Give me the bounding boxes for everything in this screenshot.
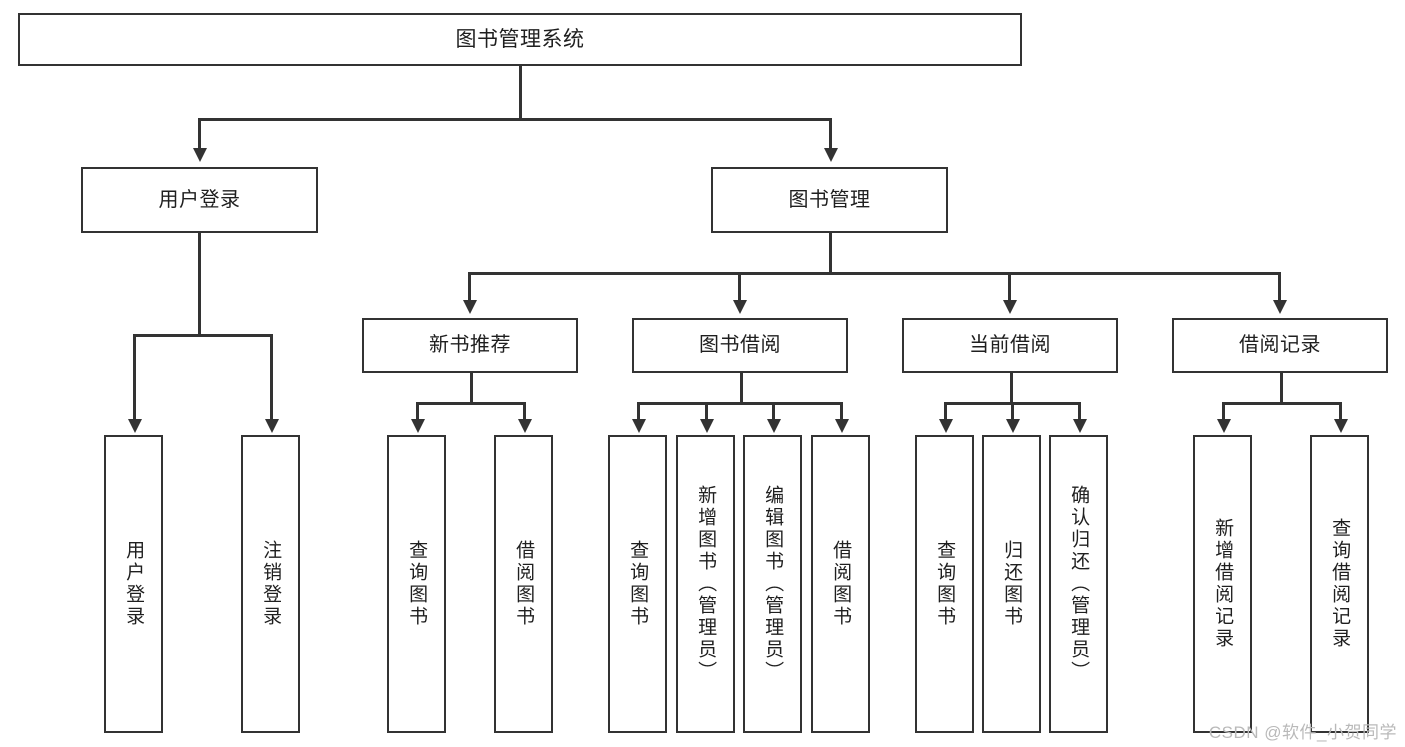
edge-bb-stem xyxy=(740,373,743,402)
node-book-borrow[interactable]: 图书借阅 xyxy=(632,318,848,373)
edge-br-to-leaf-2 xyxy=(1339,402,1342,421)
edge-br-stem xyxy=(1280,373,1283,402)
leaf-br-add-record[interactable]: 新增借阅记录 xyxy=(1193,435,1252,733)
node-label: 图书管理 xyxy=(788,188,871,211)
edge-user-login-stem xyxy=(198,233,201,334)
edge-nbr-to-leaf-2 xyxy=(523,402,526,421)
arrow-bb-leaf-3 xyxy=(766,419,781,433)
node-label: 查询借阅记录 xyxy=(1329,518,1351,650)
node-label: 借阅记录 xyxy=(1239,334,1321,357)
node-label: 图书借阅 xyxy=(699,334,781,357)
edge-cb-stem xyxy=(1010,373,1013,402)
node-root-book-management-system[interactable]: 图书管理系统 xyxy=(18,13,1022,66)
edge-root-bus xyxy=(198,118,830,121)
edge-bb-to-leaf-3 xyxy=(772,402,775,421)
edge-br-bus xyxy=(1222,402,1340,405)
arrow-to-book-borrow xyxy=(732,300,747,314)
node-label: 用户登录 xyxy=(158,188,241,211)
arrow-to-book-management xyxy=(823,148,838,162)
node-label: 借阅图书 xyxy=(513,540,535,628)
edge-user-login-to-leaf-1 xyxy=(133,334,136,421)
node-label: 新增图书（管理员） xyxy=(695,485,717,683)
arrow-to-current-borrow xyxy=(1002,300,1017,314)
edge-nbr-stem xyxy=(470,373,473,402)
node-label: 注销登录 xyxy=(260,540,282,628)
leaf-nbr-borrow-book[interactable]: 借阅图书 xyxy=(494,435,553,733)
node-label: 图书管理系统 xyxy=(455,27,585,51)
edge-bm-to-book-borrow xyxy=(738,272,741,302)
leaf-cb-query-book[interactable]: 查询图书 xyxy=(915,435,974,733)
edge-bb-bus xyxy=(637,402,840,405)
leaf-cb-return-book[interactable]: 归还图书 xyxy=(982,435,1041,733)
leaf-cb-confirm-return-admin[interactable]: 确认归还（管理员） xyxy=(1049,435,1108,733)
node-current-borrow[interactable]: 当前借阅 xyxy=(902,318,1118,373)
edge-root-to-user-login xyxy=(198,118,201,150)
leaf-bb-add-book-admin[interactable]: 新增图书（管理员） xyxy=(676,435,735,733)
edge-nbr-bus xyxy=(416,402,526,405)
arrow-to-leaf-user-login xyxy=(127,419,142,433)
arrow-nbr-leaf-1 xyxy=(410,419,425,433)
node-label: 当前借阅 xyxy=(969,334,1051,357)
arrow-to-user-login xyxy=(192,148,207,162)
edge-bm-to-new-book xyxy=(468,272,471,302)
leaf-br-query-record[interactable]: 查询借阅记录 xyxy=(1310,435,1369,733)
edge-cb-to-leaf-1 xyxy=(944,402,947,421)
arrow-cb-leaf-2 xyxy=(1005,419,1020,433)
arrow-to-borrow-record xyxy=(1272,300,1287,314)
node-label: 归还图书 xyxy=(1001,540,1023,628)
edge-cb-to-leaf-3 xyxy=(1078,402,1081,421)
node-label: 新增借阅记录 xyxy=(1212,518,1234,650)
node-label: 编辑图书（管理员） xyxy=(762,485,784,683)
node-label: 查询图书 xyxy=(406,540,428,628)
arrow-br-leaf-1 xyxy=(1216,419,1231,433)
edge-root-stem xyxy=(519,66,522,118)
leaf-logout[interactable]: 注销登录 xyxy=(241,435,300,733)
arrow-nbr-leaf-2 xyxy=(517,419,532,433)
node-book-management[interactable]: 图书管理 xyxy=(711,167,948,233)
node-new-book-recommend[interactable]: 新书推荐 xyxy=(362,318,578,373)
arrow-bb-leaf-2 xyxy=(699,419,714,433)
leaf-nbr-query-book[interactable]: 查询图书 xyxy=(387,435,446,733)
node-borrow-record[interactable]: 借阅记录 xyxy=(1172,318,1388,373)
leaf-bb-query-book[interactable]: 查询图书 xyxy=(608,435,667,733)
leaf-bb-edit-book-admin[interactable]: 编辑图书（管理员） xyxy=(743,435,802,733)
edge-br-to-leaf-1 xyxy=(1222,402,1225,421)
arrow-bb-leaf-4 xyxy=(834,419,849,433)
node-label: 借阅图书 xyxy=(830,540,852,628)
node-label: 查询图书 xyxy=(934,540,956,628)
edge-nbr-to-leaf-1 xyxy=(416,402,419,421)
arrow-br-leaf-2 xyxy=(1333,419,1348,433)
node-label: 确认归还（管理员） xyxy=(1068,485,1090,683)
node-label: 查询图书 xyxy=(627,540,649,628)
edge-user-login-to-leaf-2 xyxy=(270,334,273,421)
edge-bb-to-leaf-2 xyxy=(705,402,708,421)
arrow-cb-leaf-3 xyxy=(1072,419,1087,433)
edge-cb-to-leaf-2 xyxy=(1011,402,1014,421)
edge-bb-to-leaf-4 xyxy=(840,402,843,421)
edge-bm-to-current-borrow xyxy=(1008,272,1011,302)
edge-book-management-bus xyxy=(468,272,1280,275)
edge-root-to-book-management xyxy=(829,118,832,150)
edge-bb-to-leaf-1 xyxy=(637,402,640,421)
edge-user-login-bus xyxy=(133,334,272,337)
arrow-to-leaf-logout xyxy=(264,419,279,433)
arrow-cb-leaf-1 xyxy=(938,419,953,433)
node-label: 新书推荐 xyxy=(429,334,511,357)
leaf-bb-borrow-book[interactable]: 借阅图书 xyxy=(811,435,870,733)
node-label: 用户登录 xyxy=(123,540,145,628)
node-user-login[interactable]: 用户登录 xyxy=(81,167,318,233)
edge-book-management-stem xyxy=(829,233,832,272)
edge-bm-to-borrow-record xyxy=(1278,272,1281,302)
arrow-to-new-book-recommend xyxy=(462,300,477,314)
arrow-bb-leaf-1 xyxy=(631,419,646,433)
leaf-user-login[interactable]: 用户登录 xyxy=(104,435,163,733)
